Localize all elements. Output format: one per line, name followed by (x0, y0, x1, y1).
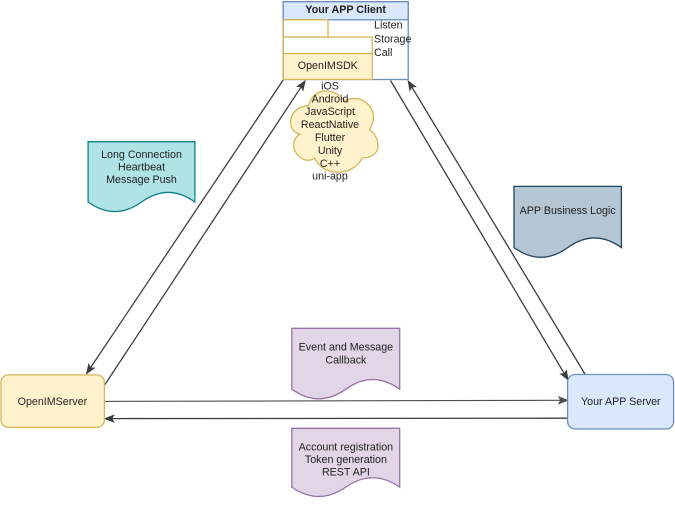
svg-text:Heartbeat: Heartbeat (118, 161, 165, 173)
svg-text:Storage: Storage (374, 34, 411, 46)
svg-text:Event and Message: Event and Message (299, 342, 394, 354)
svg-text:Account registration: Account registration (299, 442, 394, 454)
svg-text:iOS: iOS (321, 80, 339, 92)
svg-text:ReactNative: ReactNative (301, 119, 359, 131)
svg-text:Unity: Unity (318, 145, 343, 157)
svg-text:OpenIMServer: OpenIMServer (18, 396, 88, 408)
svg-text:Your APP Server: Your APP Server (581, 396, 661, 408)
svg-text:Your APP Client: Your APP Client (305, 4, 386, 16)
svg-text:Long Connection: Long Connection (101, 149, 182, 161)
svg-text:Token generation: Token generation (305, 454, 387, 466)
svg-text:C++: C++ (320, 158, 340, 170)
svg-text:Android: Android (312, 93, 349, 105)
svg-text:Callback: Callback (325, 354, 367, 366)
svg-text:Message Push: Message Push (106, 174, 177, 186)
svg-text:Call: Call (374, 47, 392, 59)
svg-text:REST API: REST API (322, 467, 370, 479)
svg-text:APP Business Logic: APP Business Logic (520, 205, 617, 217)
svg-text:Flutter: Flutter (315, 132, 346, 144)
svg-text:uni-app: uni-app (312, 171, 348, 183)
svg-text:OpenIMSDK: OpenIMSDK (298, 60, 359, 72)
svg-text:JavaScript: JavaScript (305, 106, 355, 118)
svg-text:Listen: Listen (374, 20, 403, 32)
